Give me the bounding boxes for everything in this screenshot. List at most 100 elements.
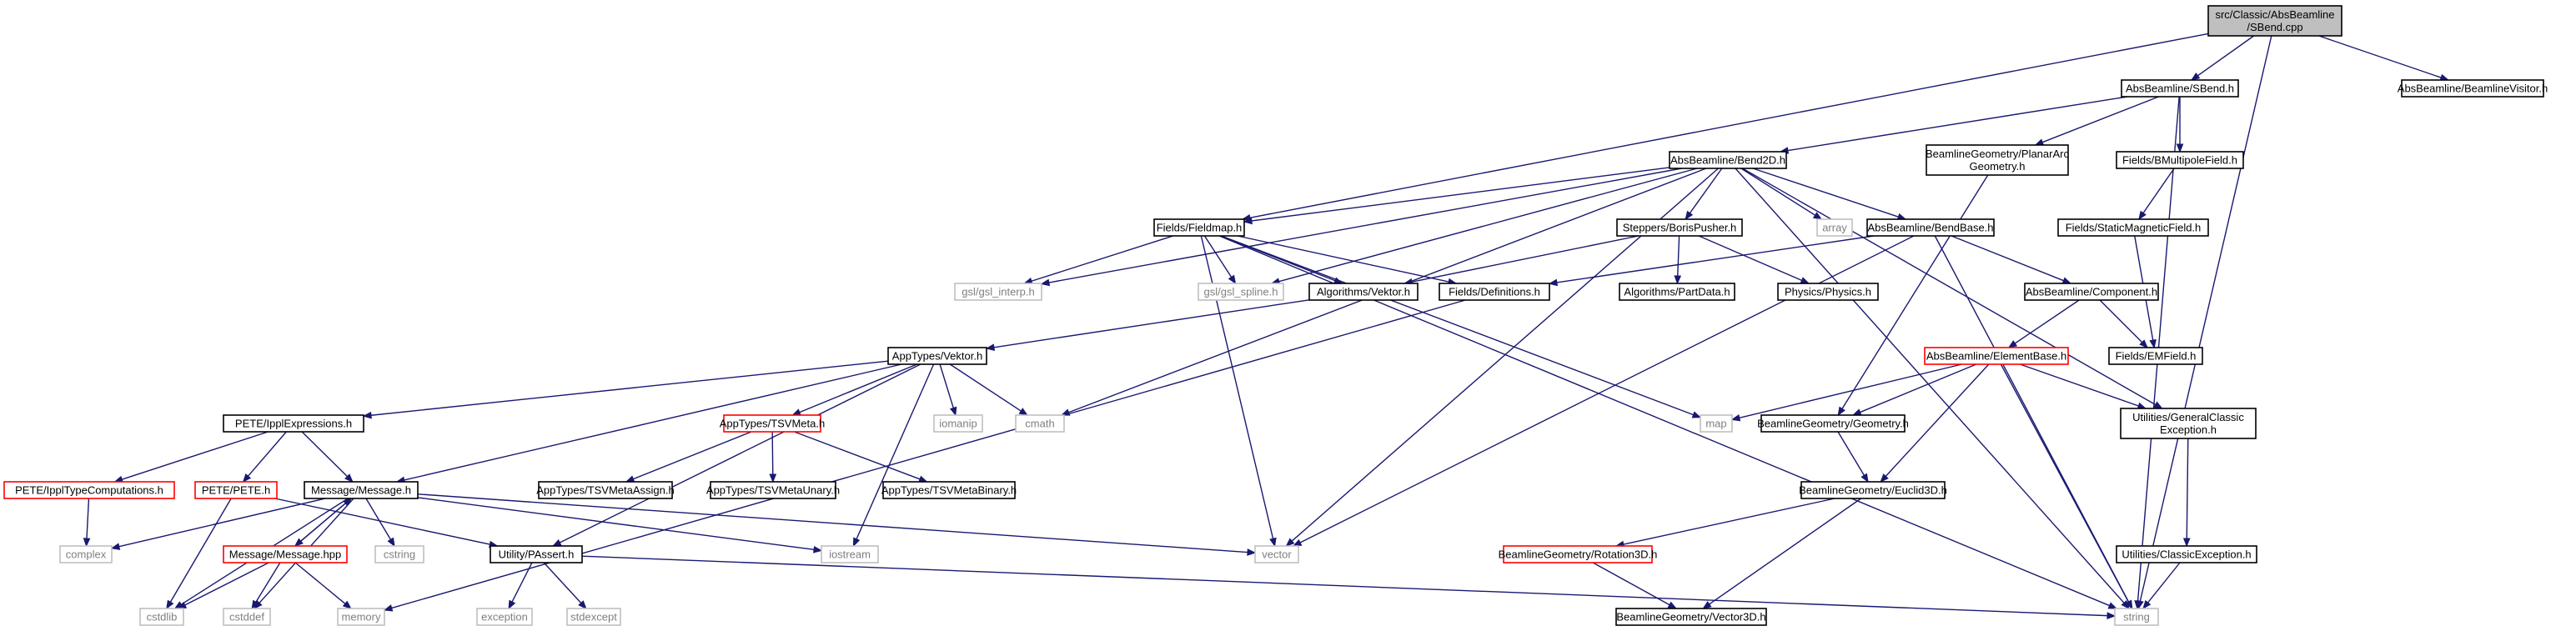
node-box — [2116, 545, 2257, 563]
edge-line — [294, 562, 346, 604]
node-rotation3d[interactable]: BeamlineGeometry/Rotation3D.h — [1499, 545, 1658, 563]
edge-line — [1677, 235, 1680, 277]
node-vector3d[interactable]: BeamlineGeometry/Vector3D.h — [1615, 608, 1767, 626]
node-label: map — [1705, 418, 1726, 430]
node-tsvunary[interactable]: AppTypes/TSVMetaUnary.h — [706, 481, 840, 499]
edge-elementbase-to-euclid3d — [1880, 363, 1990, 483]
arrow-head-icon — [552, 538, 562, 547]
node-root[interactable]: src/Classic/AbsBeamline/SBend.cpp — [2207, 5, 2343, 37]
node-label: cmath — [1025, 418, 1054, 430]
node-physics[interactable]: Physics/Physics.h — [1777, 283, 1879, 301]
node-gsl_spline: gsl/gsl_spline.h — [1198, 283, 1284, 301]
node-fieldmap_h[interactable]: Fields/Fieldmap.h — [1153, 218, 1245, 237]
node-ippl_typecomp[interactable]: PETE/IpplTypeComputations.h — [3, 481, 175, 499]
edge-component-to-elementbase — [2007, 299, 2080, 348]
node-elementbase[interactable]: AbsBeamline/ElementBase.h — [1924, 347, 2069, 365]
node-emfield[interactable]: Fields/EMField.h — [2108, 347, 2203, 365]
node-euclid3d[interactable]: BeamlineGeometry/Euclid3D.h — [1799, 481, 1947, 499]
node-label: Fields/StaticMagneticField.h — [2066, 222, 2202, 234]
edge-line — [121, 431, 269, 480]
edge-line — [559, 363, 921, 543]
edge-bendbase_h-to-definitions — [1548, 235, 1875, 287]
node-borispusher_h[interactable]: Steppers/BorisPusher.h — [1616, 218, 1743, 237]
node-complex: complex — [59, 545, 113, 563]
edge-message_hpp-to-cstddef — [251, 562, 281, 610]
edge-apptypes_vektor-to-ippl_expr — [362, 360, 889, 419]
node-message_h[interactable]: Message/Message.h — [304, 481, 419, 499]
node-stdexcept: stdexcept — [566, 608, 621, 626]
edge-line — [1278, 168, 1698, 283]
node-label: Fields/Fieldmap.h — [1157, 222, 1243, 234]
arrow-head-icon — [1674, 275, 1682, 285]
node-partdata[interactable]: Algorithms/PartData.h — [1619, 283, 1735, 301]
edge-line — [1709, 498, 1862, 605]
edge-line — [511, 562, 533, 603]
node-bmultipole_h[interactable]: Fields/BMultipoleField.h — [2116, 151, 2244, 169]
node-box — [1700, 414, 1733, 433]
node-tsvmeta[interactable]: AppTypes/TSVMeta.h — [720, 414, 825, 433]
edge-bmultipole_h-to-staticmag_h — [2138, 168, 2175, 221]
arrow-head-icon — [949, 406, 957, 417]
node-label: string — [2123, 611, 2150, 623]
node-message_hpp[interactable]: Message/Message.hpp — [223, 545, 348, 563]
edge-apptypes_vektor-to-iomanip — [939, 363, 957, 417]
node-label: Utility/PAssert.h — [499, 548, 575, 561]
arrow-head-icon — [1548, 278, 1559, 287]
edge-line — [1740, 168, 1815, 216]
node-label: cstddef — [229, 611, 264, 623]
node-tsvbinary[interactable]: AppTypes/TSVMetaBinary.h — [881, 481, 1017, 499]
edge-apptypes_vektor-to-iostream — [852, 363, 935, 548]
arrow-head-icon — [1691, 411, 1702, 418]
node-class_exc[interactable]: Utilities/ClassicException.h — [2116, 545, 2257, 563]
edge-line — [184, 562, 269, 606]
node-component[interactable]: AbsBeamline/Component.h — [2024, 283, 2159, 301]
arrow-head-icon — [769, 473, 777, 483]
arrow-head-icon — [2061, 277, 2072, 284]
node-sbend_h[interactable]: AbsBeamline/SBend.h — [2121, 79, 2239, 98]
edge-line — [1200, 235, 1274, 539]
edge-line — [1698, 235, 1802, 282]
node-box — [2024, 283, 2159, 301]
node-box — [223, 414, 364, 433]
node-visitor_h[interactable]: AbsBeamline/BeamlineVisitor.h — [2398, 79, 2548, 98]
node-apptypes_vektor[interactable]: AppTypes/Vektor.h — [887, 347, 987, 365]
node-box — [1669, 151, 1787, 169]
arrow-head-icon — [1269, 537, 1277, 548]
arrow-head-icon — [2149, 338, 2157, 349]
node-alg_vektor[interactable]: Algorithms/Vektor.h — [1308, 283, 1419, 301]
node-box — [2401, 79, 2544, 98]
node-pete_h[interactable]: PETE/PETE.h — [194, 481, 278, 499]
node-label: vector — [1262, 548, 1292, 561]
node-gsl_interp: gsl/gsl_interp.h — [954, 283, 1042, 301]
node-bendbase_h[interactable]: AbsBeamline/BendBase.h — [1866, 218, 1995, 237]
node-bend2d_h[interactable]: AbsBeamline/Bend2D.h — [1669, 151, 1787, 169]
node-tsvassign[interactable]: AppTypes/TSVMetaAssign.h — [536, 481, 675, 499]
edge-root-to-sbend_h — [2190, 35, 2255, 81]
arrow-head-icon — [110, 543, 121, 550]
node-ippl_expr[interactable]: PETE/IpplExpressions.h — [223, 414, 364, 433]
edge-message_h-to-iostream — [417, 497, 823, 553]
node-cstring: cstring — [374, 545, 424, 563]
edge-elementbase-to-gen_classic_exc — [2020, 363, 2147, 409]
node-label: Physics/Physics.h — [1785, 286, 1871, 298]
node-box — [337, 608, 385, 626]
node-staticmag_h[interactable]: Fields/StaticMagneticField.h — [2057, 218, 2209, 237]
edge-line — [404, 363, 902, 481]
node-label: AbsBeamline/BendBase.h — [1867, 222, 1993, 234]
node-passert[interactable]: Utility/PAssert.h — [490, 545, 583, 563]
node-definitions[interactable]: Fields/Definitions.h — [1439, 283, 1550, 301]
node-label: BeamlineGeometry/Euclid3D.h — [1799, 484, 1947, 497]
edge-line — [1860, 363, 1977, 413]
arrow-head-icon — [1040, 278, 1051, 287]
edge-line — [1221, 235, 1694, 416]
arrow-head-icon — [985, 343, 996, 351]
node-box — [1816, 218, 1853, 237]
arrow-head-icon — [1812, 212, 1823, 220]
edge-borispusher_h-to-alg_vektor — [1403, 235, 1639, 286]
edge-apptypes_vektor-to-tsvmeta — [791, 363, 917, 416]
edge-passert-to-string — [581, 555, 2117, 619]
node-bg_geometry[interactable]: BeamlineGeometry/Geometry.h — [1757, 414, 1909, 433]
edge-line — [856, 363, 935, 540]
